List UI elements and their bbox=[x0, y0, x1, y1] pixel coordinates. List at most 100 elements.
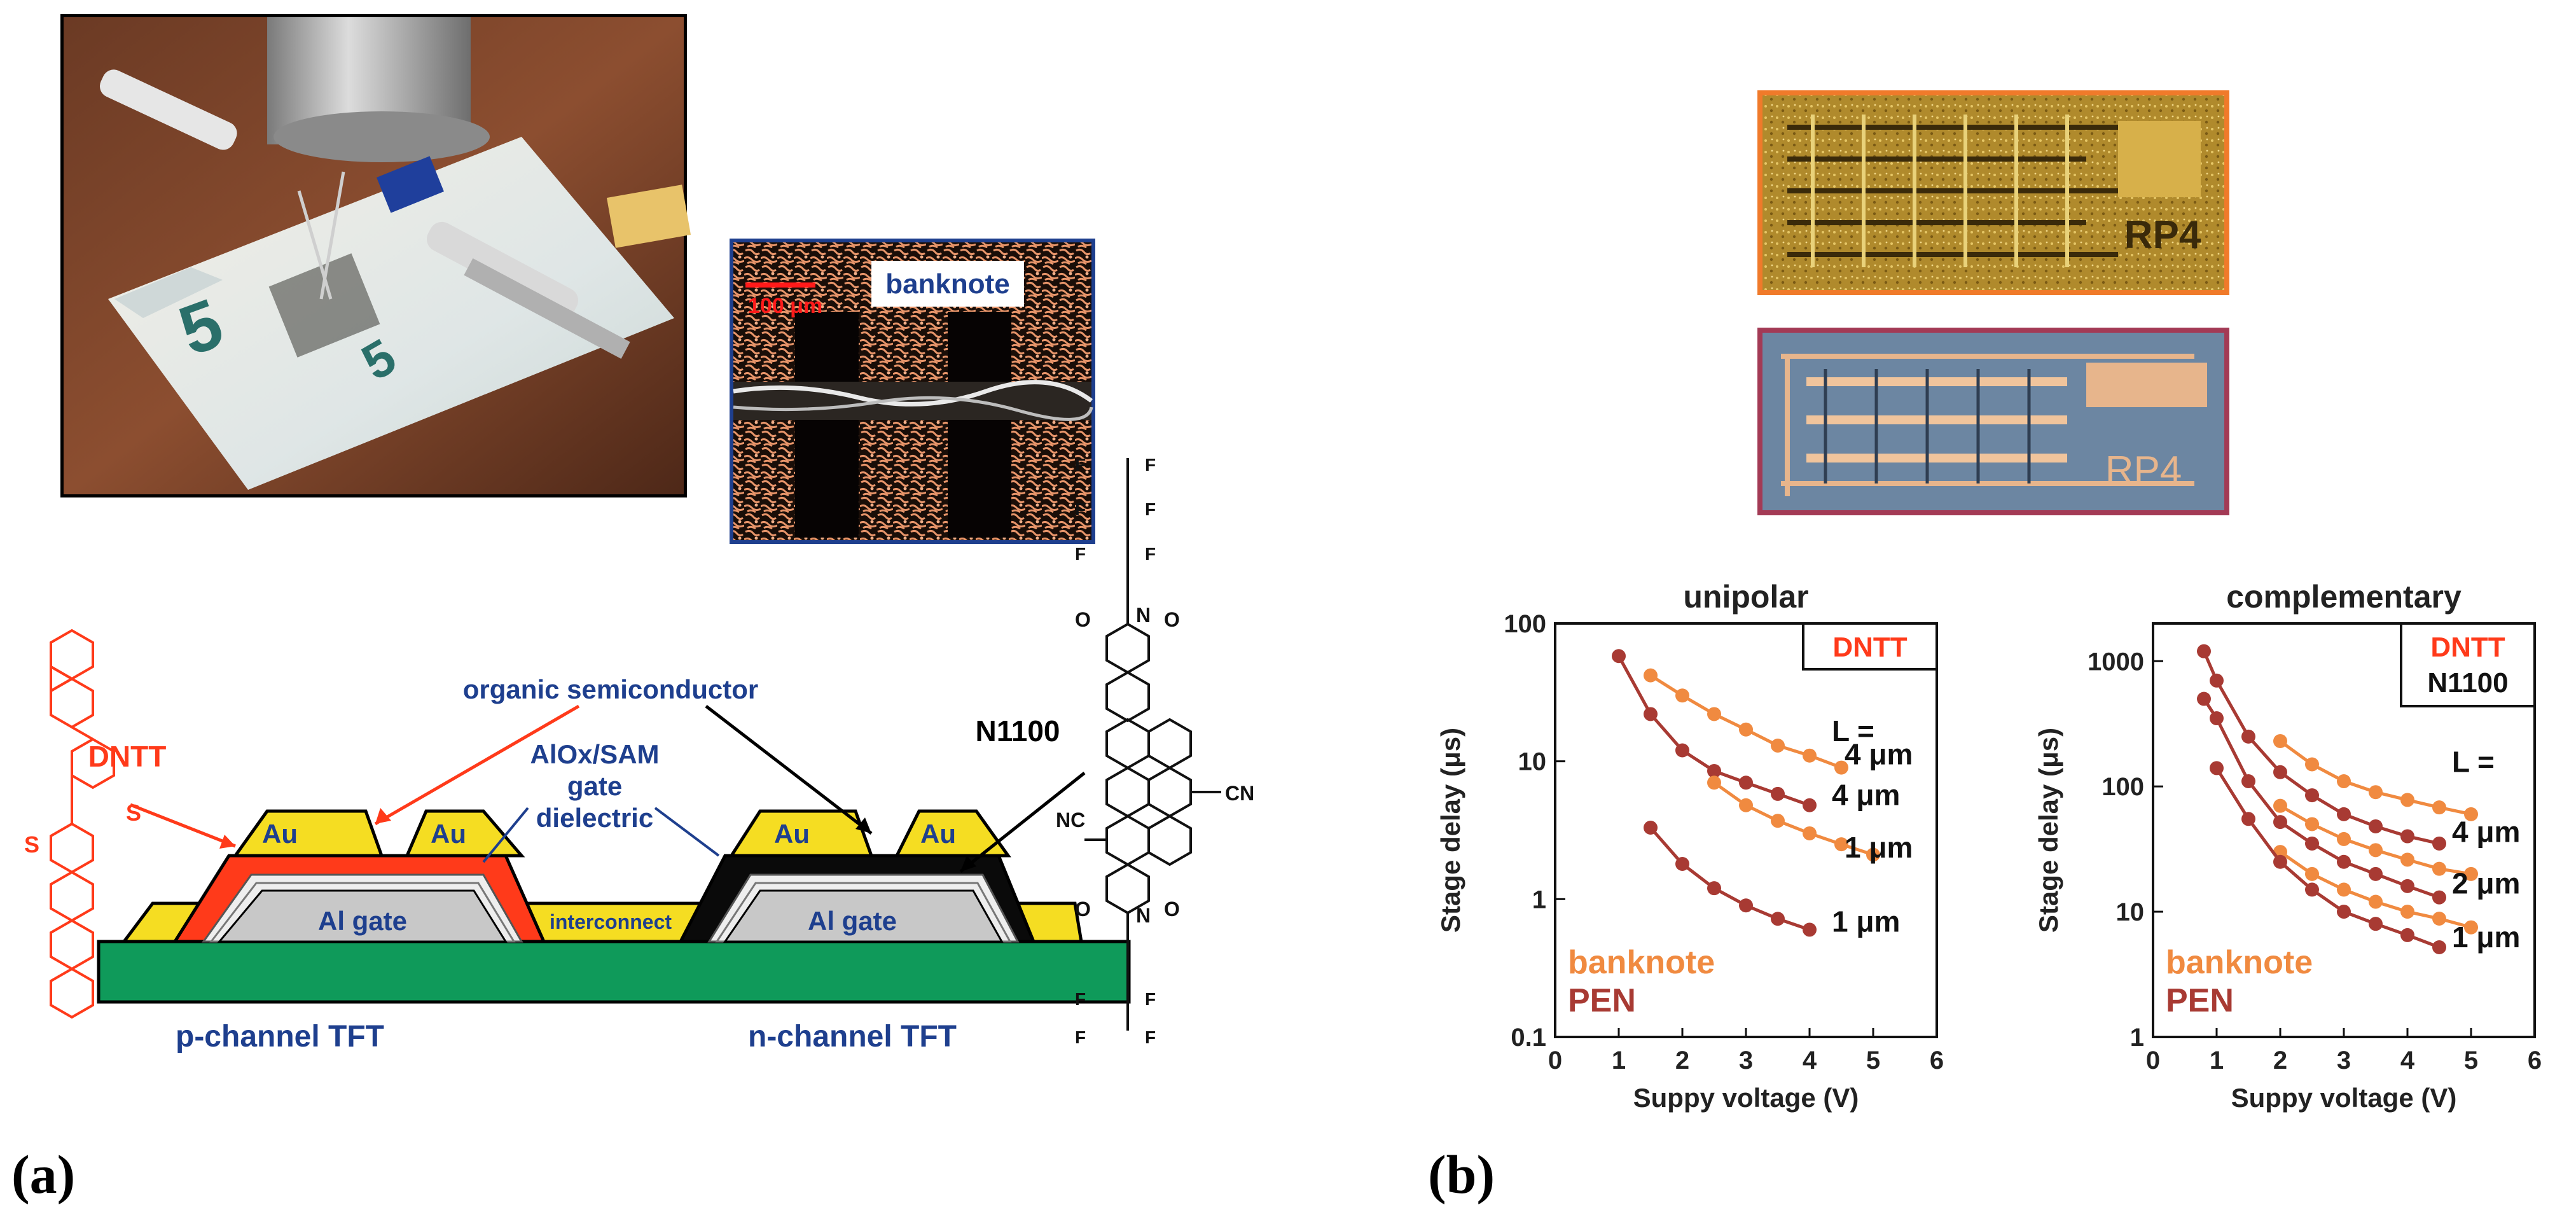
data-point bbox=[1866, 847, 1880, 862]
series-label: 4 μm bbox=[1832, 779, 1900, 812]
circuit-area bbox=[268, 253, 380, 358]
y-tick-label: 100 bbox=[1504, 610, 1546, 638]
al-gate-label-2: Al gate bbox=[808, 906, 897, 936]
data-point bbox=[2197, 644, 2211, 658]
series-label: 1 μm bbox=[1845, 831, 1913, 864]
data-point bbox=[2241, 812, 2255, 826]
data-point bbox=[2305, 882, 2319, 897]
legend-entry: DNTT bbox=[1832, 632, 1907, 663]
n1100-cn-atom: CN bbox=[1225, 782, 1254, 805]
data-point bbox=[1739, 722, 1753, 737]
data-point bbox=[2369, 894, 2383, 909]
data-point bbox=[1771, 814, 1785, 828]
p-channel-label: p-channel TFT bbox=[176, 1020, 384, 1054]
series-label: 1 μm bbox=[1832, 905, 1900, 938]
legend-entry: N1100 bbox=[2427, 667, 2508, 699]
chip-bottom-label: RP4 bbox=[2105, 449, 2182, 492]
semiconductor-label: organic semiconductor bbox=[463, 674, 758, 704]
y-tick-label: 1000 bbox=[2088, 648, 2144, 676]
y-tick-label: 1 bbox=[2130, 1024, 2144, 1052]
x-tick-label: 3 bbox=[2337, 1047, 2351, 1074]
data-point bbox=[1771, 912, 1785, 926]
n1100-f-atom-5: F bbox=[1075, 544, 1086, 564]
series-label: L = bbox=[1832, 714, 1874, 748]
data-point bbox=[1771, 786, 1785, 801]
data-point bbox=[2337, 854, 2351, 869]
substrate-label-pen: PEN bbox=[2166, 982, 2234, 1019]
data-point bbox=[2337, 807, 2351, 821]
y-tick-label: 10 bbox=[2116, 898, 2145, 926]
data-point bbox=[1739, 898, 1753, 913]
substrate-label-pen: PEN bbox=[1568, 982, 1636, 1019]
n1100-n-atom-2: N bbox=[1136, 904, 1151, 927]
series-label: L = bbox=[2452, 746, 2495, 779]
x-tick-label: 1 bbox=[2210, 1047, 2224, 1074]
y-axis-label: Stage delay (μs) bbox=[2033, 728, 2063, 933]
data-point bbox=[2241, 729, 2255, 744]
scale-bar-label: 100 μm bbox=[748, 294, 822, 318]
x-tick-label: 6 bbox=[1930, 1047, 1944, 1074]
probe-arm-left bbox=[99, 69, 237, 150]
x-tick-label: 4 bbox=[2400, 1047, 2415, 1074]
series-line bbox=[1649, 826, 1810, 931]
y-tick-label: 10 bbox=[1518, 748, 1547, 776]
data-point bbox=[1675, 857, 1689, 872]
au-label-4: Au bbox=[920, 819, 956, 849]
data-point bbox=[1675, 688, 1689, 703]
n1100-label: N1100 bbox=[975, 714, 1060, 748]
al-gate-right bbox=[723, 889, 1004, 943]
x-tick-label: 3 bbox=[1739, 1047, 1753, 1074]
data-point bbox=[2337, 831, 2351, 846]
panel-a-label: (a) bbox=[11, 1144, 75, 1205]
data-point bbox=[1803, 748, 1817, 763]
x-tick-label: 1 bbox=[1612, 1047, 1626, 1074]
x-tick-label: 0 bbox=[2146, 1047, 2160, 1074]
data-point bbox=[1707, 763, 1721, 778]
x-tick-label: 2 bbox=[2273, 1047, 2287, 1074]
legend-box bbox=[2400, 622, 2536, 707]
n1100-f-atom-3: F bbox=[1075, 499, 1086, 519]
data-point bbox=[2400, 905, 2414, 919]
x-axis-label: Suppy voltage (V) bbox=[1633, 1083, 1859, 1113]
n-channel-label: n-channel TFT bbox=[748, 1020, 957, 1054]
data-point bbox=[2210, 673, 2224, 688]
data-point bbox=[2210, 711, 2224, 726]
x-tick-label: 2 bbox=[1675, 1047, 1689, 1074]
n1100-f-atom-8: F bbox=[1145, 989, 1156, 1009]
au-label-2: Au bbox=[431, 819, 466, 849]
data-point bbox=[2337, 882, 2351, 897]
n1100-molecule bbox=[1084, 458, 1221, 1031]
dntt-molecule bbox=[50, 629, 115, 1019]
data-point bbox=[1675, 743, 1689, 758]
data-point bbox=[1644, 668, 1658, 683]
n1100-n-atom-1: N bbox=[1136, 604, 1151, 627]
data-point bbox=[2369, 785, 2383, 800]
data-point bbox=[1612, 649, 1626, 664]
series-label: 4 μm bbox=[1845, 737, 1913, 770]
tft-cross-section: Al gate Al gate Au Au Au Au interconnect… bbox=[88, 674, 1131, 1054]
n1100-o-atom-1: O bbox=[1075, 608, 1091, 631]
data-point bbox=[1739, 798, 1753, 812]
data-point bbox=[2400, 879, 2414, 893]
data-point bbox=[2210, 761, 2224, 775]
data-point bbox=[2369, 866, 2383, 881]
dielectric-label-2: gate bbox=[567, 771, 622, 801]
data-point bbox=[1803, 922, 1817, 937]
data-point bbox=[2432, 890, 2446, 905]
data-point bbox=[1707, 775, 1721, 790]
micrograph-tag: banknote bbox=[885, 268, 1010, 300]
chip-photo-bottom: RP4 bbox=[1757, 328, 2229, 515]
data-point bbox=[2432, 861, 2446, 876]
n1100-f-atom-4: F bbox=[1145, 499, 1156, 519]
series-label: 2 μm bbox=[2452, 866, 2520, 900]
data-point bbox=[2305, 817, 2319, 831]
panel-b-label: (b) bbox=[1428, 1144, 1495, 1205]
data-point bbox=[2305, 866, 2319, 881]
data-point bbox=[2337, 905, 2351, 919]
series-label: 4 μm bbox=[2452, 816, 2520, 849]
probe-arm-right bbox=[426, 221, 579, 318]
n1100-nc-atom: NC bbox=[1056, 809, 1085, 831]
y-tick-label: 100 bbox=[2102, 773, 2144, 801]
y-tick-label: 0.1 bbox=[1511, 1024, 1546, 1052]
